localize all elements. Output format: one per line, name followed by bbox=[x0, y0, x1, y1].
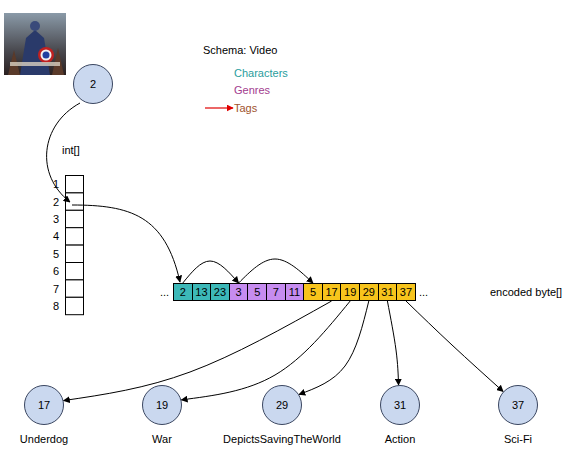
value-text: 3 bbox=[230, 284, 248, 300]
ellipsis: ... bbox=[160, 287, 169, 298]
value-text: 23 bbox=[211, 284, 229, 300]
ellipsis: ... bbox=[419, 287, 428, 298]
index-number: 4 bbox=[53, 231, 59, 242]
pointer-connector bbox=[181, 301, 350, 400]
index-number: 8 bbox=[53, 301, 59, 312]
byte-cell: 5 bbox=[303, 283, 323, 301]
value-text: 7 bbox=[267, 284, 285, 300]
byte-cell: 23 bbox=[210, 283, 230, 301]
caption-label: Schema: Video bbox=[203, 45, 277, 56]
value-text: 11 bbox=[286, 284, 304, 300]
byte-cell: 31 bbox=[378, 283, 398, 301]
value-text: 29 bbox=[262, 385, 302, 425]
byte-cell: 17 bbox=[322, 283, 342, 301]
tag-name: Sci-Fi bbox=[504, 434, 532, 445]
value-text: 2 bbox=[73, 64, 113, 104]
value-text: 31 bbox=[380, 385, 420, 425]
pointer-connector bbox=[387, 301, 398, 385]
selection-arrow bbox=[205, 107, 233, 108]
id-circle: 17Underdog bbox=[24, 385, 64, 425]
byte-cell: 13 bbox=[192, 283, 212, 301]
value-text: 29 bbox=[360, 284, 378, 300]
pointer-connector bbox=[406, 301, 503, 392]
value-text: 17 bbox=[323, 284, 341, 300]
index-number: 6 bbox=[53, 266, 59, 277]
index-number: 2 bbox=[53, 197, 59, 208]
id-circle: 31Action bbox=[380, 385, 420, 425]
tag-name: War bbox=[152, 434, 172, 445]
circle-shape bbox=[499, 386, 538, 425]
caption-label: Genres bbox=[234, 85, 270, 96]
value-text: 31 bbox=[379, 284, 397, 300]
value-text: 37 bbox=[397, 284, 415, 300]
byte-cell: 19 bbox=[340, 283, 360, 301]
tag-name: Action bbox=[385, 434, 416, 445]
byte-cell: 5 bbox=[247, 283, 267, 301]
byte-cell: 37 bbox=[396, 283, 416, 301]
value-text: 37 bbox=[498, 385, 538, 425]
value-text: 5 bbox=[248, 284, 266, 300]
circle-shape bbox=[263, 386, 302, 425]
circle-shape bbox=[381, 386, 420, 425]
id-circle: 2 bbox=[73, 64, 113, 104]
pointer-arrow bbox=[72, 205, 180, 282]
byte-cell: 7 bbox=[266, 283, 286, 301]
tag-name: Underdog bbox=[20, 434, 68, 445]
value-text: 13 bbox=[193, 284, 211, 300]
pointer-connector bbox=[299, 301, 369, 394]
circle-shape bbox=[74, 65, 113, 104]
caption-label: Tags bbox=[234, 103, 257, 114]
value-text: 5 bbox=[304, 284, 322, 300]
byte-cell: 2 bbox=[173, 283, 193, 301]
value-text: 2 bbox=[174, 284, 192, 300]
pointer-connector bbox=[183, 261, 239, 283]
circle-shape bbox=[143, 386, 182, 425]
value-text: 19 bbox=[341, 284, 359, 300]
byte-cell: 11 bbox=[285, 283, 305, 301]
tag-name: DepictsSavingTheWorld bbox=[223, 434, 341, 445]
index-number: 7 bbox=[53, 284, 59, 295]
pointer-connector bbox=[64, 301, 332, 401]
circle-shape bbox=[25, 386, 64, 425]
index-number: 3 bbox=[53, 214, 59, 225]
index-number: 1 bbox=[53, 179, 59, 190]
caption-label: encoded byte[] bbox=[490, 287, 562, 298]
movie-poster bbox=[4, 13, 66, 75]
id-circle: 29DepictsSavingTheWorld bbox=[262, 385, 302, 425]
value-text: 19 bbox=[142, 385, 182, 425]
id-circle: 37Sci-Fi bbox=[498, 385, 538, 425]
byte-cell: 3 bbox=[229, 283, 249, 301]
int-array bbox=[66, 176, 84, 315]
pointer-arrow bbox=[47, 103, 80, 202]
value-text: 17 bbox=[24, 385, 64, 425]
byte-cell: 29 bbox=[359, 283, 379, 301]
id-circle: 19War bbox=[142, 385, 182, 425]
caption-label: int[] bbox=[62, 145, 80, 156]
pointer-connector bbox=[239, 259, 313, 283]
index-number: 5 bbox=[53, 249, 59, 260]
caption-label: Characters bbox=[234, 68, 288, 79]
